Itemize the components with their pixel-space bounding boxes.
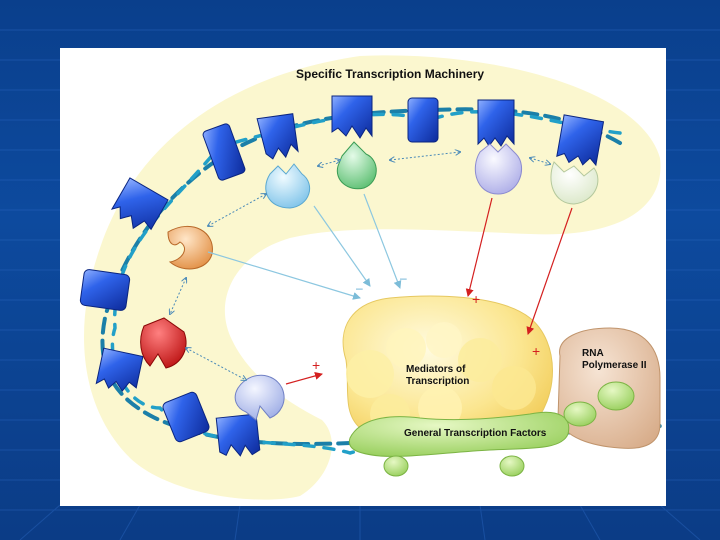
green-activator xyxy=(336,141,377,190)
red-repressor xyxy=(140,317,187,369)
mediators-label-line1: Mediators of xyxy=(406,364,466,375)
diagram-title: Specific Transcription Machinery xyxy=(296,67,485,81)
pale-activator xyxy=(550,161,599,205)
orange-coactivator xyxy=(167,226,213,270)
mediator-complex xyxy=(342,295,553,448)
repression-arrows xyxy=(207,193,402,300)
rna-label-line1: RNA xyxy=(582,348,604,359)
rna-label-line2: Polymerase II xyxy=(582,360,647,371)
plus-sign: + xyxy=(312,357,320,373)
minus-sign: – xyxy=(356,281,363,295)
mediators-label-line2: Transcription xyxy=(406,376,470,387)
activation-arrows xyxy=(285,197,573,385)
minus-sign: – xyxy=(400,271,407,285)
plus-sign: + xyxy=(472,291,480,307)
gtf-label: General Transcription Factors xyxy=(404,428,547,439)
periwinkle-activator xyxy=(234,374,285,421)
interaction-arrows xyxy=(170,152,550,380)
transcription-diagram: – – + + + xyxy=(79,55,662,500)
plus-sign: + xyxy=(532,343,540,359)
pale-blue-activator xyxy=(265,163,311,209)
rna-polymerase-label: RNA Polymerase II xyxy=(582,348,662,372)
diagram-panel: – – + + + Specific Transcription Machine… xyxy=(60,48,666,506)
general-transcription-factors xyxy=(348,381,635,477)
mediators-label: Mediators of Transcription xyxy=(406,364,496,388)
lavender-activator xyxy=(474,143,523,195)
dna-binding-proteins xyxy=(79,95,605,457)
